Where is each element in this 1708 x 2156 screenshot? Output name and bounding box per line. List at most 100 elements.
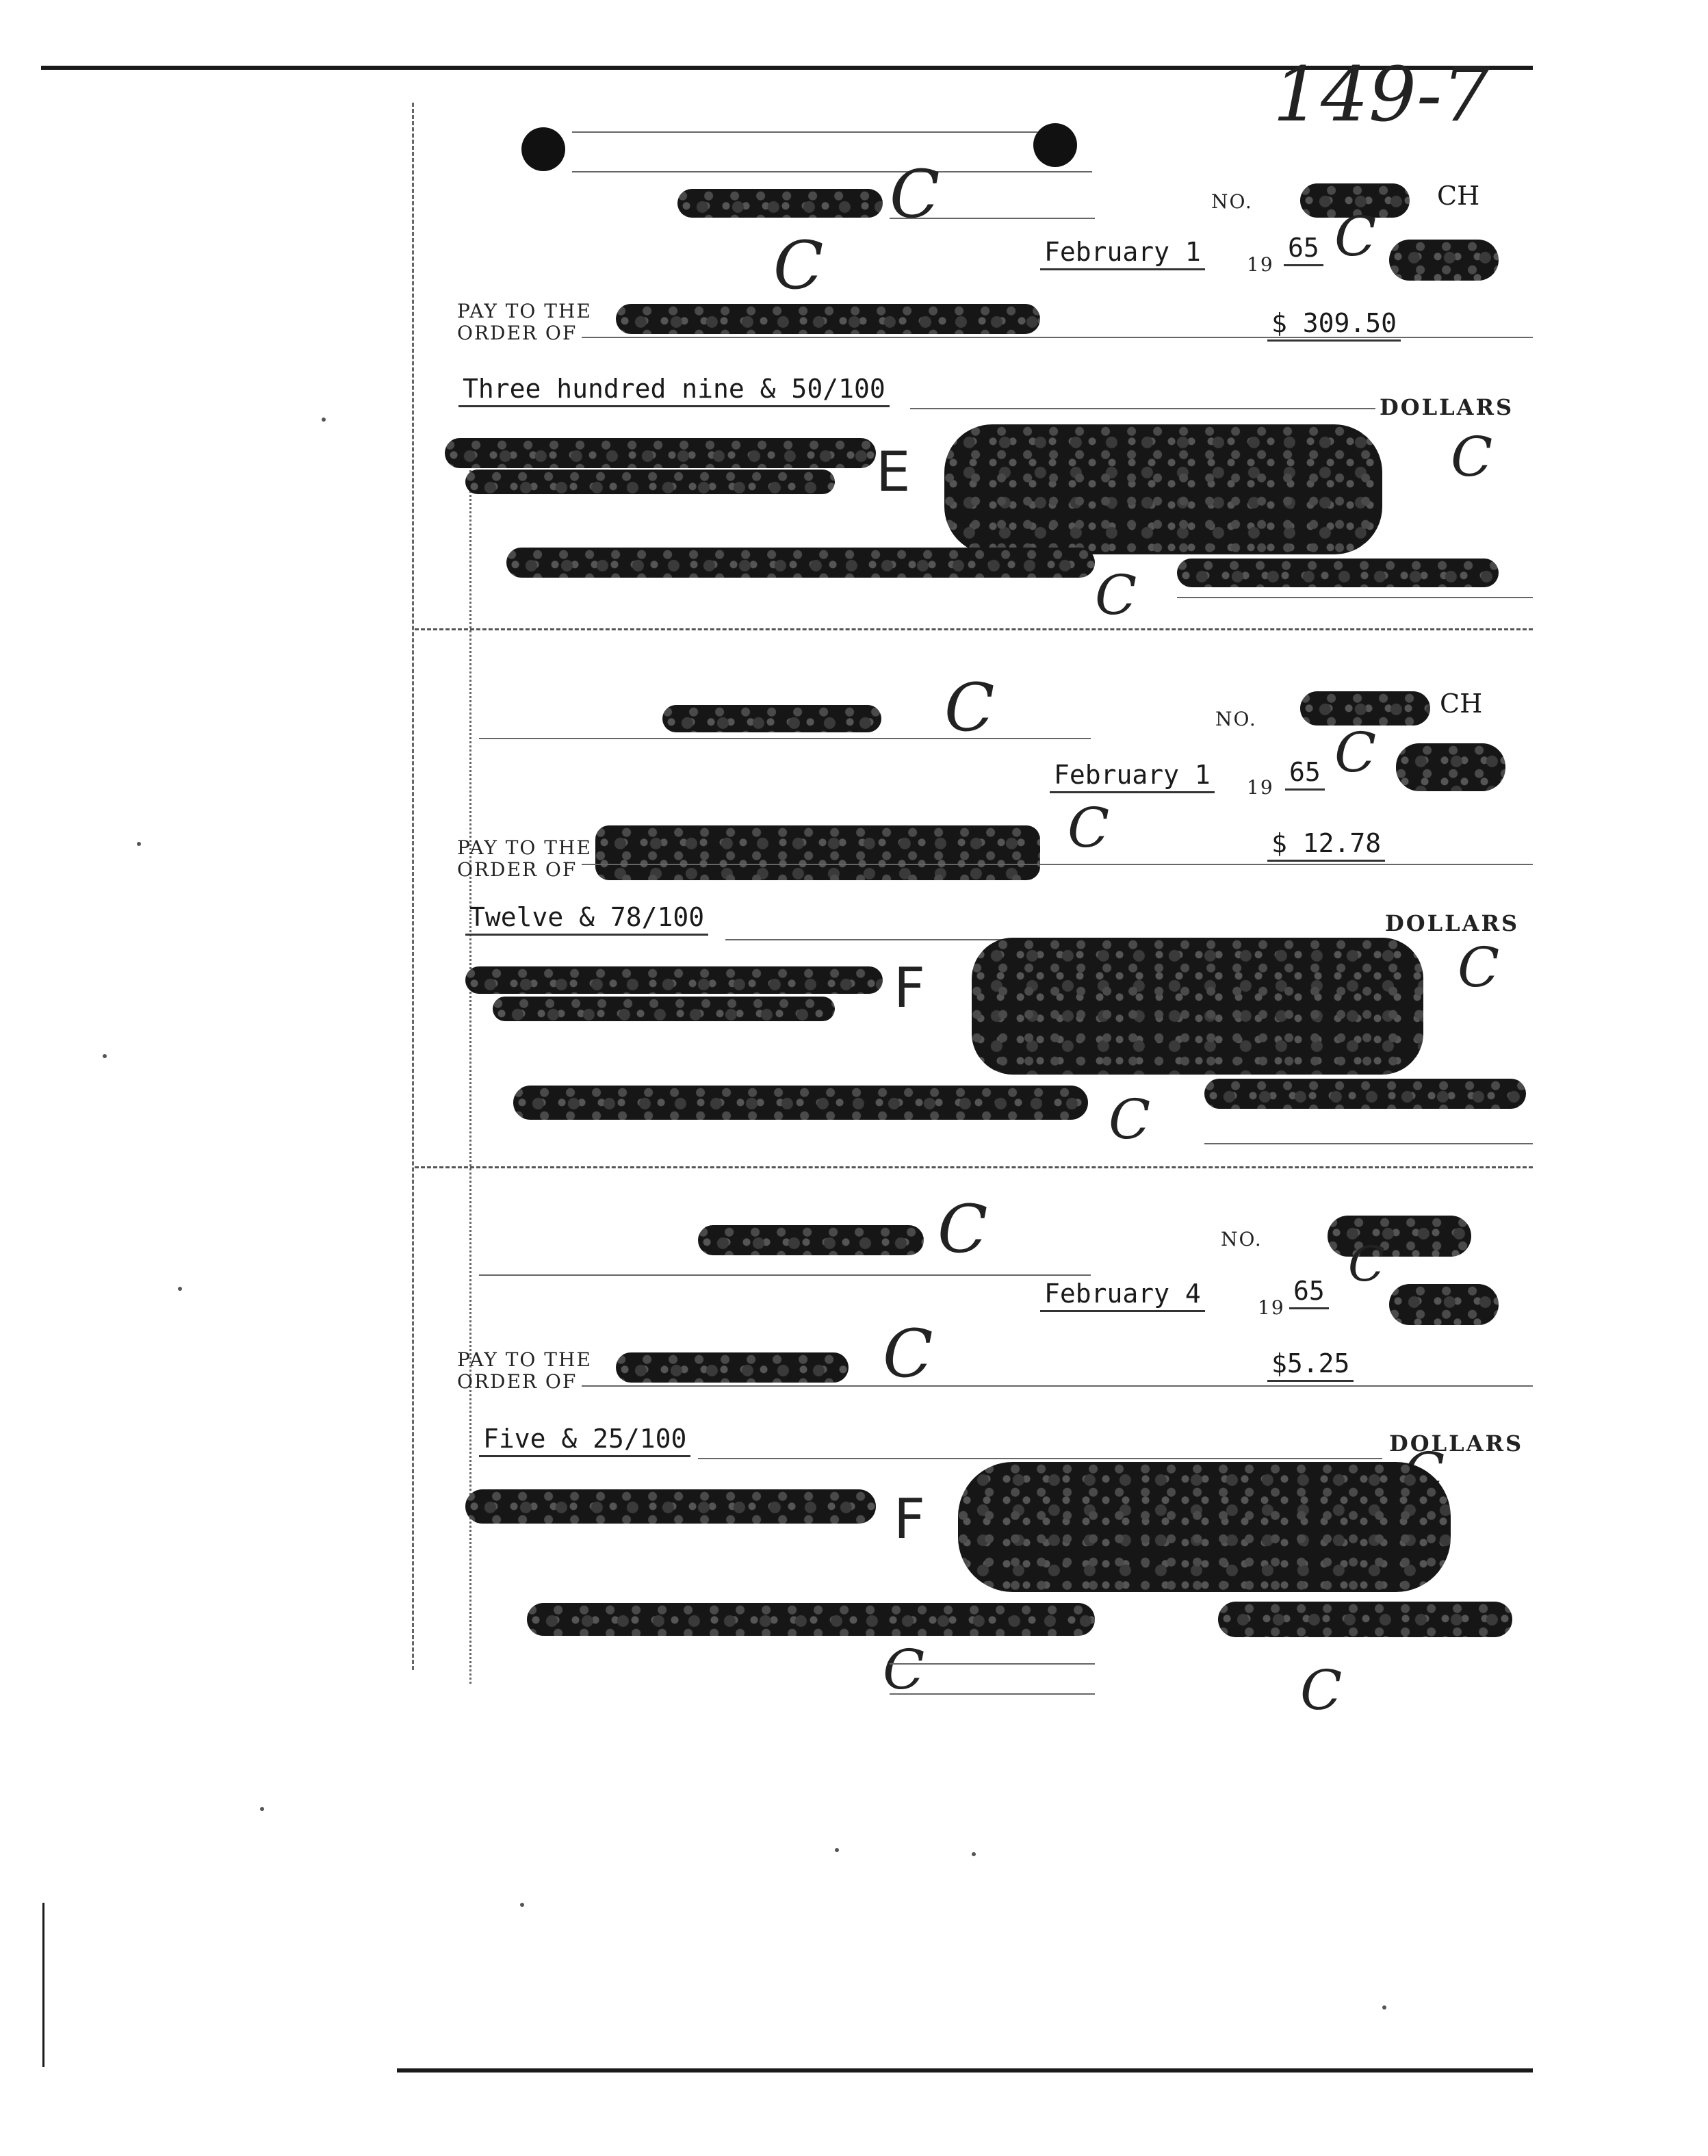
- check-2-payer-redaction: [662, 705, 881, 732]
- check-1-stub-line-2: [572, 171, 1092, 172]
- check-2-mark-6: C: [1109, 1088, 1151, 1151]
- check-3-year-prefix: 19: [1258, 1296, 1285, 1319]
- check-2-endorse-redaction-right: [1204, 1079, 1526, 1109]
- check-1-payer-redaction: [677, 189, 883, 218]
- check-1-mark-3: C: [1334, 205, 1377, 268]
- doc-number: 149-7: [1273, 51, 1490, 138]
- check-2-signature-redaction-left: [465, 966, 883, 994]
- check-1-pay-label-1: PAY TO THE: [457, 300, 592, 322]
- check-3-payee-line: [582, 1385, 1533, 1387]
- binder-hole-right: [1033, 123, 1077, 167]
- check-1-mark-5: C: [1451, 425, 1493, 489]
- check-2-no-label: NO.: [1215, 708, 1257, 730]
- check-3-written-line: [698, 1458, 1382, 1459]
- speckle: [835, 1848, 839, 1852]
- check-divider-1: [415, 628, 1533, 630]
- check-1-signature-redaction-right: [944, 424, 1382, 554]
- speckle: [260, 1807, 264, 1811]
- speckle: [103, 1054, 107, 1058]
- check-1-mark-6: C: [1095, 563, 1137, 627]
- check-1-written-line: [910, 408, 1375, 409]
- check-1-no-label: NO.: [1211, 190, 1253, 213]
- check-2-mark-2: C: [1334, 721, 1377, 784]
- check-1-mark-1: C: [890, 156, 940, 233]
- check-3-payer-redaction: [698, 1225, 924, 1255]
- check-1-endorse-redaction-right: [1177, 559, 1499, 587]
- speckle: [322, 418, 326, 422]
- check-1-payee-redaction: [616, 304, 1040, 334]
- check-2-written-amount: Twelve & 78/100: [465, 902, 709, 936]
- check-3-written-amount: Five & 25/100: [479, 1424, 691, 1457]
- check-1-signature-redaction-left-2: [465, 470, 835, 494]
- check-2-year-prefix: 19: [1247, 776, 1274, 799]
- check-1-date-redaction: [1389, 240, 1499, 281]
- check-3-dollars-label: DOLLARS: [1389, 1430, 1524, 1456]
- check-1-mark-4: E: [876, 440, 911, 504]
- check-3-date: February 4: [1040, 1279, 1205, 1312]
- check-1-written-amount: Three hundred nine & 50/100: [458, 374, 890, 407]
- check-3-amount: $5.25: [1267, 1348, 1354, 1382]
- check-2-mark-4: F: [894, 956, 926, 1020]
- check-2-line-a: [479, 738, 1091, 739]
- check-3-date-redaction: [1389, 1284, 1499, 1325]
- check-1-line-a: [890, 218, 1095, 219]
- check-1-stub-line: [572, 131, 1037, 133]
- check-1-payee-line: [582, 337, 1533, 338]
- check-2-payee-redaction: [595, 825, 1040, 880]
- check-2-mark-5: C: [1458, 936, 1500, 999]
- check-1-amount: $ 309.50: [1267, 308, 1401, 342]
- speckle: [178, 1287, 182, 1291]
- check-3-endorse-redaction-right: [1218, 1602, 1512, 1637]
- check-2-suffix: CH: [1440, 689, 1483, 719]
- check-2-mark-1: C: [944, 669, 995, 746]
- check-3-end-line-2: [890, 1693, 1095, 1695]
- check-divider-2: [415, 1166, 1533, 1168]
- check-3-number-redaction: [1328, 1216, 1471, 1257]
- check-3-line-a: [479, 1274, 1091, 1276]
- frame-inner-dash: [469, 438, 471, 1684]
- check-3-mark-2: C: [1348, 1236, 1385, 1292]
- check-1-pay-label-2: ORDER OF: [457, 322, 578, 344]
- check-1-dollars-label: DOLLARS: [1380, 394, 1514, 420]
- check-3-mark-7: C: [1300, 1658, 1343, 1722]
- check-3-pay-label-1: PAY TO THE: [457, 1348, 592, 1371]
- check-3-pay-label-2: ORDER OF: [457, 1370, 578, 1393]
- check-3-mark-3: C: [883, 1316, 933, 1392]
- check-3-end-line: [890, 1663, 1095, 1665]
- speckle: [1382, 2005, 1386, 2010]
- check-1-number-redaction: [1300, 183, 1410, 218]
- check-3-mark-4: F: [894, 1487, 926, 1551]
- check-2-pay-label-2: ORDER OF: [457, 858, 578, 881]
- speckle: [520, 1903, 524, 1907]
- check-3-endorse-redaction-left: [527, 1603, 1095, 1636]
- speckle: [972, 1852, 976, 1856]
- check-2-pay-label-1: PAY TO THE: [457, 836, 592, 859]
- check-2-payee-line: [582, 864, 1533, 865]
- check-3-no-label: NO.: [1221, 1228, 1263, 1250]
- check-1-year: 65: [1284, 233, 1323, 266]
- check-1-mark-2: C: [773, 227, 824, 304]
- bottom-border: [397, 2068, 1533, 2072]
- check-3-payee-redaction: [616, 1352, 849, 1383]
- check-2-end-line: [1204, 1143, 1533, 1144]
- check-3-year: 65: [1289, 1276, 1329, 1309]
- check-2-mark-3: C: [1068, 796, 1110, 860]
- check-3-mark-6: C: [883, 1638, 925, 1702]
- check-1-date: February 1: [1040, 237, 1205, 270]
- check-2-date: February 1: [1050, 760, 1215, 793]
- binder-hole-left: [521, 127, 565, 171]
- check-1-year-prefix: 19: [1247, 253, 1274, 276]
- check-2-endorse-redaction-left: [513, 1086, 1088, 1120]
- check-3-mark-1: C: [937, 1191, 988, 1268]
- check-3-signature-redaction-right: [958, 1462, 1451, 1592]
- top-border: [41, 66, 1533, 70]
- check-2-number-redaction: [1300, 691, 1430, 726]
- check-2-amount: $ 12.78: [1267, 828, 1386, 862]
- check-2-signature-redaction-right: [972, 938, 1423, 1075]
- check-1-suffix: CH: [1437, 181, 1480, 211]
- check-1-endorse-redaction-left: [506, 548, 1095, 578]
- frame-left-dash: [412, 103, 414, 1670]
- check-1-signature-redaction-left: [445, 438, 876, 468]
- left-edge-line: [42, 1903, 44, 2067]
- check-2-year: 65: [1285, 757, 1325, 791]
